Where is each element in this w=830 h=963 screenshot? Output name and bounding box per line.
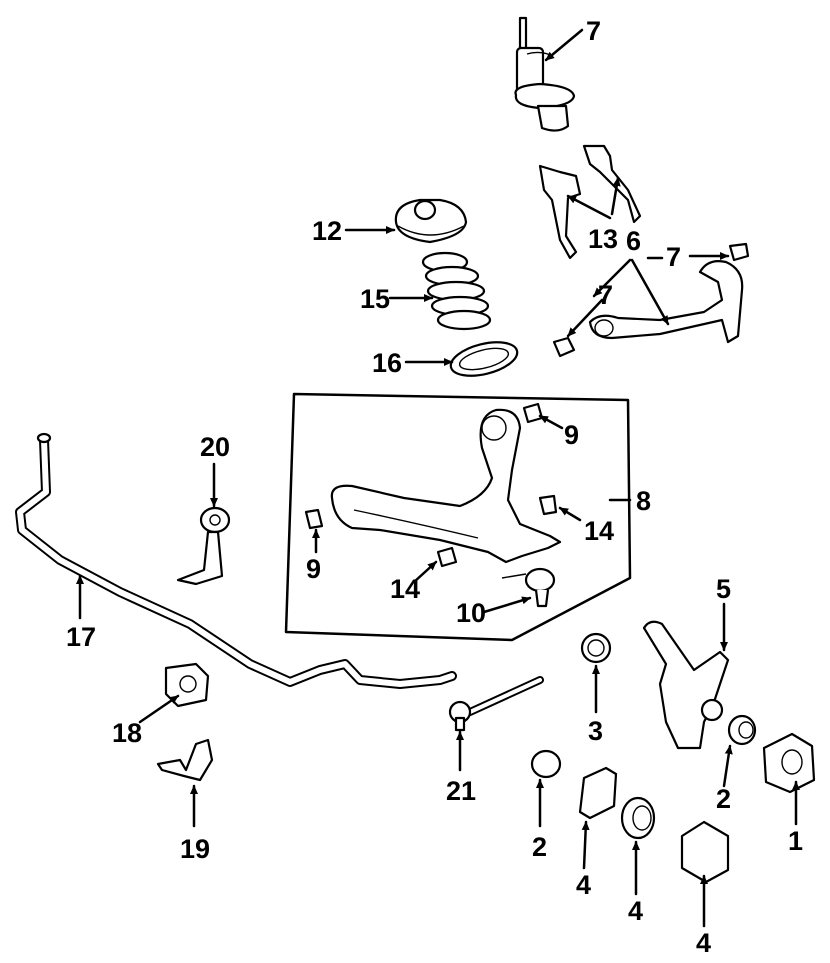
callout-19: 19 bbox=[180, 834, 210, 864]
wheel-hub-part bbox=[762, 732, 816, 794]
callout-12: 12 bbox=[312, 216, 342, 246]
spring-mount-part bbox=[394, 198, 468, 244]
callout-11: 7 bbox=[586, 16, 601, 46]
callout-1: 1 bbox=[788, 826, 803, 856]
stabilizer-bar-part bbox=[15, 432, 457, 689]
callout-7-upper: 7 bbox=[666, 242, 681, 272]
upper-control-arm-part bbox=[552, 242, 750, 358]
callout-14-left: 14 bbox=[390, 574, 420, 604]
callout-3: 3 bbox=[588, 716, 603, 746]
lower-arm-kit-box bbox=[284, 392, 632, 642]
callout-9-left: 9 bbox=[306, 554, 321, 584]
callout-21: 21 bbox=[446, 776, 476, 806]
seals-part bbox=[578, 766, 730, 884]
callout-2-right: 2 bbox=[716, 784, 731, 814]
callout-2-left: 2 bbox=[532, 832, 547, 862]
tie-rod-end-part bbox=[448, 676, 544, 732]
callout-18: 18 bbox=[112, 718, 142, 748]
callout-20: 20 bbox=[200, 432, 230, 462]
callout-labels: 7 12 15 16 13 6 7 7 9 9 14 14 10 8 20 17… bbox=[66, 16, 803, 958]
callout-15: 15 bbox=[360, 284, 390, 314]
callout-5: 5 bbox=[716, 574, 731, 604]
callout-16: 16 bbox=[372, 348, 402, 378]
stabilizer-link-part bbox=[176, 506, 231, 586]
callout-4-right: 4 bbox=[696, 928, 711, 958]
callout-17: 17 bbox=[66, 622, 96, 652]
bearing-2-part bbox=[530, 714, 757, 779]
steering-knuckle-part bbox=[642, 620, 730, 750]
callout-4-middle: 4 bbox=[628, 896, 643, 926]
spring-seat-part bbox=[449, 341, 519, 377]
callout-9-right: 9 bbox=[564, 420, 579, 450]
callout-14-right: 14 bbox=[584, 516, 614, 546]
callout-13: 13 bbox=[588, 224, 618, 254]
bushing-bracket-part bbox=[156, 738, 214, 782]
lower-control-arm-part bbox=[304, 402, 562, 608]
callout-7-lower: 7 bbox=[598, 280, 613, 310]
callout-10: 10 bbox=[456, 598, 486, 628]
callout-8: 8 bbox=[636, 486, 651, 516]
callout-6: 6 bbox=[626, 226, 641, 256]
bearing-3-part bbox=[580, 632, 612, 664]
coil-spring-part bbox=[421, 251, 492, 331]
brackets-part bbox=[538, 144, 642, 260]
shock-absorber-part bbox=[514, 16, 576, 132]
callout-4-left: 4 bbox=[576, 870, 591, 900]
leader-lines bbox=[76, 28, 800, 928]
